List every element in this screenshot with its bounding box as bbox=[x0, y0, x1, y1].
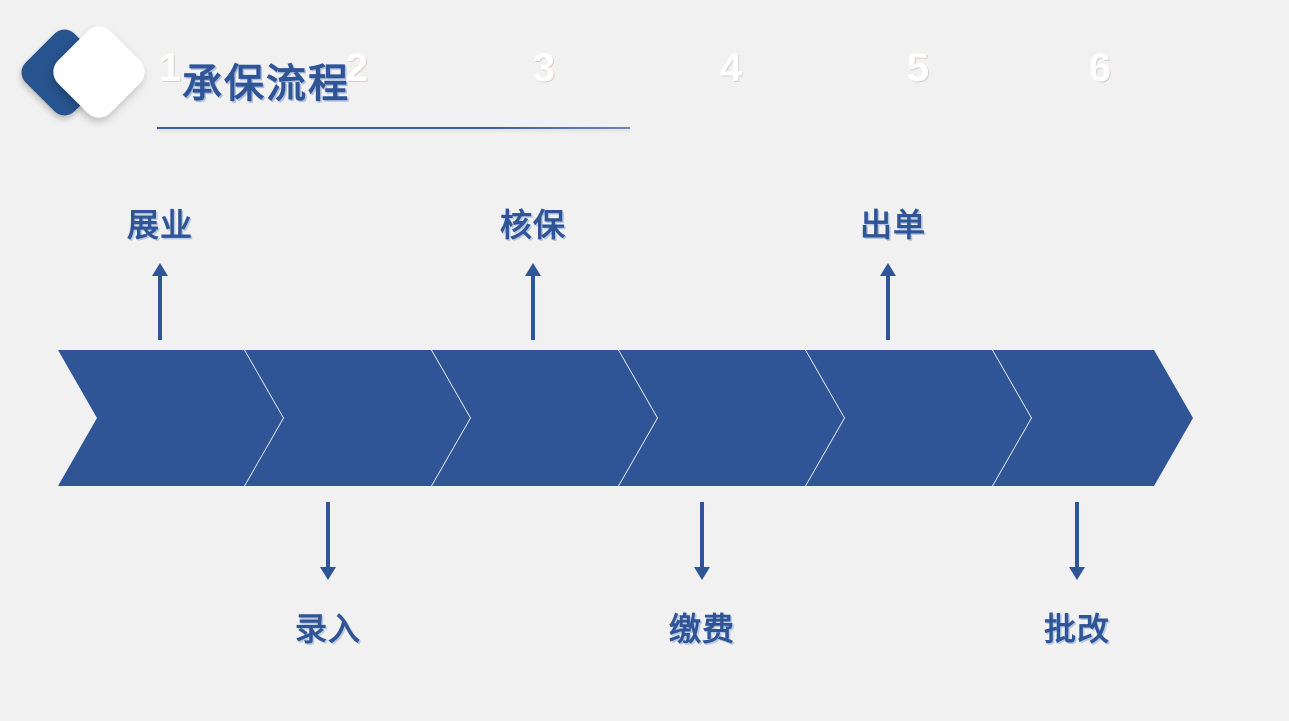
step-label-3: 核保 bbox=[499, 207, 566, 243]
title-divider bbox=[157, 127, 630, 129]
step-label-5: 出单 bbox=[859, 207, 926, 243]
chevron-number-2: 2 bbox=[345, 46, 369, 90]
step-label-2: 录入 bbox=[294, 611, 361, 647]
chevron-number-5: 5 bbox=[906, 46, 930, 90]
chevron-number-1: 1 bbox=[158, 46, 182, 90]
chevron-number-3: 3 bbox=[532, 46, 556, 90]
down-arrow-step-6 bbox=[1069, 502, 1085, 580]
page-title: 承保流程 bbox=[182, 62, 350, 106]
slide-header: 承保流程 bbox=[0, 0, 1289, 160]
up-arrow-step-3 bbox=[525, 263, 541, 340]
down-arrow-step-2 bbox=[320, 502, 336, 580]
chevron-number-4: 4 bbox=[719, 46, 743, 90]
step-label-1: 展业 bbox=[126, 207, 193, 243]
step-label-4: 缴费 bbox=[668, 611, 735, 647]
chevron-number-6: 6 bbox=[1088, 46, 1112, 90]
chevron-step-1[interactable] bbox=[58, 350, 283, 486]
down-arrow-step-4 bbox=[694, 502, 710, 580]
step-label-6: 批改 bbox=[1043, 611, 1110, 647]
up-arrow-step-5 bbox=[880, 263, 896, 340]
up-arrow-step-1 bbox=[152, 263, 168, 340]
